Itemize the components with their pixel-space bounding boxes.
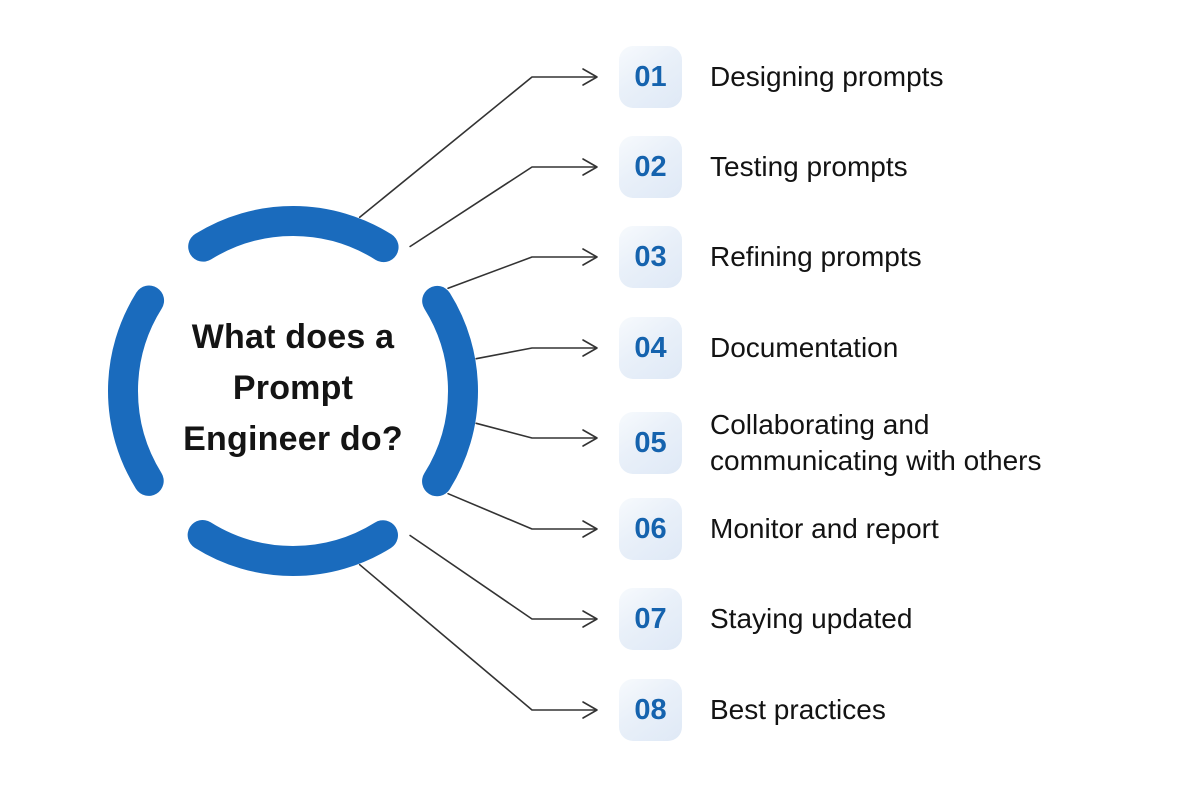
list-item-testing-prompts: 02 Testing prompts <box>619 136 908 198</box>
arrowhead-1 <box>582 68 598 86</box>
arrowhead-3 <box>582 248 598 266</box>
item-label: Staying updated <box>710 603 913 634</box>
list-item-designing-prompts: 01 Designing prompts <box>619 46 943 108</box>
item-number: 02 <box>634 150 667 183</box>
list-item-documentation: 04 Documentation <box>619 317 898 379</box>
connector-line-4 <box>475 347 597 360</box>
center-question: What does a Prompt Engineer do? <box>123 312 463 465</box>
item-label: Best practices <box>710 694 886 725</box>
item-label: Designing prompts <box>710 61 944 92</box>
connector-line-8 <box>358 563 597 711</box>
list-item-collaborating: 05 Collaborating and communicating with … <box>619 407 1105 479</box>
item-label: Documentation <box>710 332 899 363</box>
item-label: Testing prompts <box>710 151 908 182</box>
list-item-refining-prompts: 03 Refining prompts <box>619 226 922 288</box>
center-question-line-2: Prompt <box>232 369 354 407</box>
connector-line-2 <box>409 166 597 248</box>
center-question-line-1: What does a <box>191 318 395 356</box>
item-number-badge: 05 <box>619 412 682 474</box>
item-number-badge: 01 <box>619 46 682 108</box>
item-label: Monitor and report <box>710 513 939 544</box>
item-number: 07 <box>634 602 667 635</box>
item-number: 08 <box>634 693 667 726</box>
arrowhead-4 <box>582 339 598 357</box>
item-number-badge: 08 <box>619 679 682 741</box>
item-number-badge: 07 <box>619 588 682 650</box>
arrowhead-7 <box>582 610 598 628</box>
item-label: Refining prompts <box>710 241 922 272</box>
list-item-staying-updated: 07 Staying updated <box>619 588 912 650</box>
list-item-monitor-report: 06 Monitor and report <box>619 498 939 560</box>
item-number-badge: 06 <box>619 498 682 560</box>
connector-line-1 <box>358 76 597 219</box>
item-number-badge: 03 <box>619 226 682 288</box>
connector-line-5 <box>475 422 597 439</box>
arrowhead-8 <box>582 701 598 719</box>
connector-line-6 <box>447 492 597 530</box>
item-number-badge: 02 <box>619 136 682 198</box>
connector-line-3 <box>447 256 597 290</box>
center-question-line-3: Engineer do? <box>183 420 403 458</box>
item-number: 01 <box>634 60 667 93</box>
arrowhead-5 <box>582 429 598 447</box>
arrowhead-2 <box>582 158 598 176</box>
item-number: 03 <box>634 240 667 273</box>
arrowhead-6 <box>582 520 598 538</box>
connector-line-7 <box>409 534 597 620</box>
list-item-best-practices: 08 Best practices <box>619 679 886 741</box>
item-number: 06 <box>634 512 667 545</box>
item-number: 05 <box>634 426 667 459</box>
item-label: Collaborating and communicating with oth… <box>710 409 1042 476</box>
item-number: 04 <box>634 331 667 364</box>
item-number-badge: 04 <box>619 317 682 379</box>
dashed-circle-ring <box>108 206 478 576</box>
